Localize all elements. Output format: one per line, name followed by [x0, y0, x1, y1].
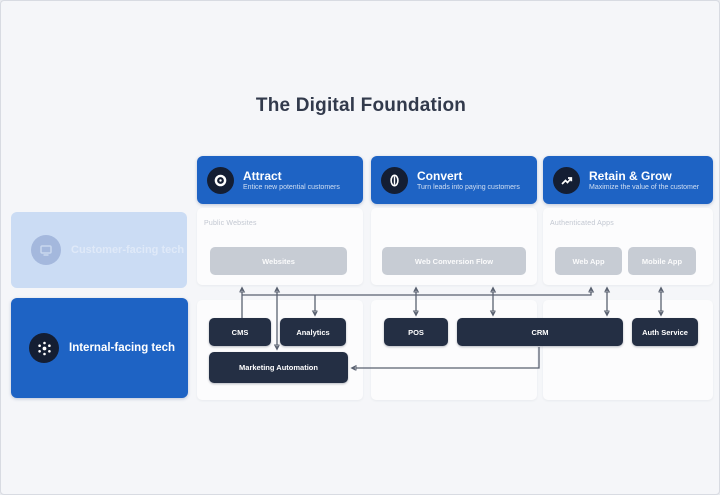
retain-growth-icon [553, 166, 580, 194]
group-label-authenticated-apps: Authenticated Apps [550, 220, 614, 227]
row-customer-facing-tech: Customer-facing tech [11, 212, 187, 288]
page-title: The Digital Foundation [255, 95, 467, 116]
row-label: Internal-facing tech [69, 342, 176, 354]
hub-icon [29, 333, 59, 363]
attract-target-icon [207, 166, 234, 194]
screen-icon [31, 235, 61, 265]
stage-description: Entice new potential customers [243, 183, 340, 191]
row-internal-facing-tech: Internal-facing tech [11, 298, 188, 398]
group-label-public-websites: Public Websites [204, 220, 257, 227]
box-web-conversion-flow: Web Conversion Flow [382, 247, 526, 275]
card-retain-internal [543, 300, 713, 400]
box-pos: POS [384, 318, 448, 346]
stage-retain-grow: Retain & Grow Maximize the value of the … [543, 156, 713, 204]
stage-attract: Attract Entice new potential customers [197, 156, 363, 204]
box-analytics: Analytics [280, 318, 346, 346]
stage-description: Turn leads into paying customers [417, 183, 520, 191]
stage-label: Retain & Grow [589, 168, 672, 183]
box-cms: CMS [209, 318, 271, 346]
box-auth-service: Auth Service [632, 318, 698, 346]
card-attract-internal [197, 300, 363, 400]
stage-label: Attract [243, 168, 282, 183]
stage-description: Maximize the value of the customer [589, 183, 700, 191]
box-mobile-app: Mobile App [628, 247, 696, 275]
box-web-app: Web App [555, 247, 622, 275]
row-label: Customer-facing tech [71, 244, 185, 256]
card-convert-internal [371, 300, 537, 400]
stage-convert: Convert Turn leads into paying customers [371, 156, 537, 204]
box-marketing-automation: Marketing Automation [209, 352, 348, 383]
convert-coin-icon [381, 166, 408, 194]
box-crm: CRM [457, 318, 623, 346]
box-websites: Websites [210, 247, 347, 275]
stage-label: Convert [417, 168, 463, 183]
